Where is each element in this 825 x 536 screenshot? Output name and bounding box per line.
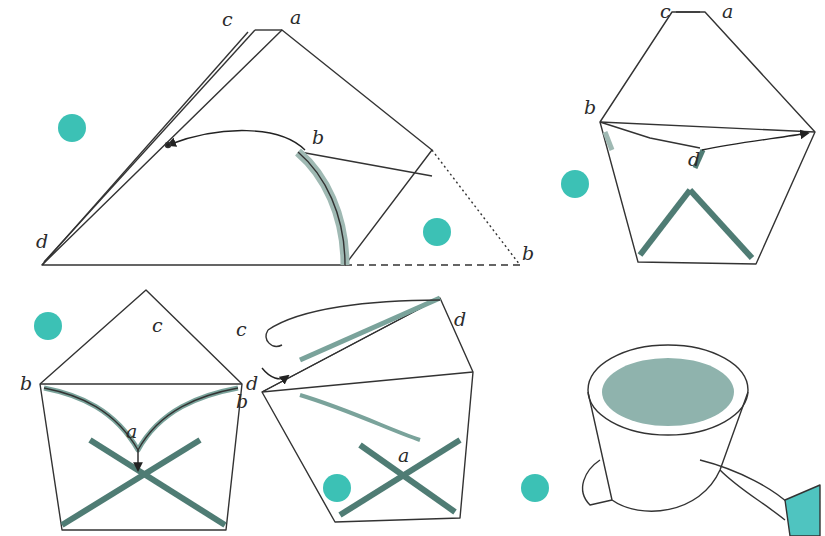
point-letter: c (236, 320, 247, 339)
point-letter: c (660, 2, 671, 21)
point-letter: c (222, 10, 233, 29)
point-letter: d (36, 232, 48, 251)
point-letter: b (20, 374, 32, 393)
point-letter: a (126, 422, 137, 441)
point-letter: a (290, 8, 301, 27)
point-letter: a (398, 446, 409, 465)
point-letter: b (236, 392, 248, 411)
point-letter: b (584, 98, 596, 117)
point-letter: d (246, 374, 258, 393)
point-letter: d (454, 310, 466, 329)
point-letter: c (152, 316, 163, 335)
point-letter: d (688, 150, 700, 169)
point-letter: b (312, 128, 324, 147)
point-letter: a (722, 2, 733, 21)
point-letter: b (522, 244, 534, 263)
